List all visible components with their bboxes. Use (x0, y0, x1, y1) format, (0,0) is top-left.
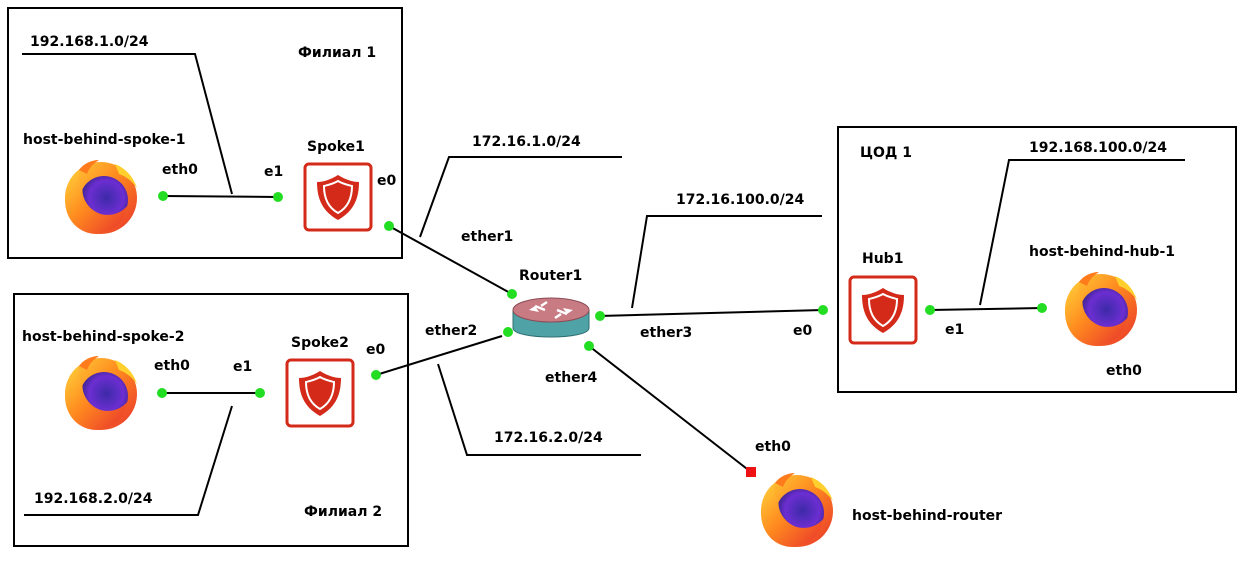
link-router-hub1 (598, 309, 824, 317)
firefox-icon[interactable] (65, 356, 137, 430)
iface-label-ether1: ether1 (461, 229, 514, 245)
firefox-icon[interactable] (65, 160, 137, 234)
callout-lan1 (22, 53, 233, 195)
site-box-branch1 (7, 7, 403, 259)
port-routerhost-eth0 (746, 467, 756, 477)
subnet-label-lan-hub: 192.168.100.0/24 (1029, 140, 1167, 156)
firefox-icon[interactable] (1065, 272, 1137, 346)
port-host1-eth0 (158, 191, 168, 201)
device-label-spoke1: Spoke1 (307, 139, 365, 155)
ports (157, 191, 1047, 477)
port-spoke1-e0 (384, 221, 394, 231)
callout-lan2 (24, 405, 233, 516)
port-router-ether3 (595, 311, 605, 321)
shield-icon[interactable] (303, 162, 373, 232)
device-label-spoke2: Spoke2 (291, 335, 349, 351)
iface-label-ether3: ether3 (640, 325, 693, 341)
iface-label-spoke2-e1: e1 (233, 359, 253, 375)
callout-link2 (437, 363, 641, 456)
iface-label-ether2: ether2 (425, 323, 478, 339)
port-host2-eth0 (157, 388, 167, 398)
iface-label-hub1-e1: e1 (945, 322, 965, 338)
link-spoke1-router (388, 225, 513, 295)
iface-label-routerhost-eth0: eth0 (755, 439, 791, 455)
link-router-host (588, 345, 752, 473)
iface-label-hubhost-eth0: eth0 (1106, 363, 1142, 379)
device-label-router1: Router1 (519, 268, 583, 284)
subnet-label-link-hub: 172.16.100.0/24 (676, 192, 805, 208)
device-label-hub1: Hub1 (862, 251, 904, 267)
iface-label-spoke1-e1: e1 (264, 164, 284, 180)
port-hub1-e0 (818, 305, 828, 315)
link-spoke2-router (375, 335, 503, 376)
port-spoke1-e1 (273, 192, 283, 202)
link-hub1-host (929, 307, 1043, 311)
host-label-hub1: host-behind-hub-1 (1029, 244, 1176, 260)
port-spoke2-e1 (255, 388, 265, 398)
subnet-label-lan2: 192.168.2.0/24 (34, 491, 153, 507)
port-hub1-e1 (925, 305, 935, 315)
site-title-branch1: Филиал 1 (298, 45, 377, 61)
site-title-branch2: Филиал 2 (304, 504, 383, 520)
callout-lan-hub (979, 159, 1185, 306)
callout-link1 (419, 156, 622, 238)
subnet-label-link1: 172.16.1.0/24 (472, 134, 581, 150)
site-title-hq: ЦОД 1 (860, 145, 912, 161)
subnet-callouts (22, 53, 1185, 516)
iface-label-hub1-e0: e0 (793, 323, 813, 339)
link-host1-spoke1 (162, 195, 279, 198)
iface-label-ether4: ether4 (545, 370, 598, 386)
host-label-spoke2: host-behind-spoke-2 (22, 329, 185, 345)
port-spoke2-e0 (371, 370, 381, 380)
iface-label-host1-eth0: eth0 (162, 162, 198, 178)
port-router-ether4 (584, 341, 594, 351)
router-icon[interactable] (512, 297, 590, 338)
subnet-label-link2: 172.16.2.0/24 (494, 430, 603, 446)
shield-icon[interactable] (848, 275, 918, 345)
host-label-router: host-behind-router (852, 508, 1003, 524)
iface-label-spoke1-e0: e0 (377, 173, 397, 189)
shield-icon[interactable] (285, 358, 355, 428)
port-router-ether1 (507, 289, 517, 299)
host-label-spoke1: host-behind-spoke-1 (23, 132, 186, 148)
firefox-icon[interactable] (761, 473, 833, 547)
site-box-hq (837, 126, 1237, 393)
iface-label-spoke2-e0: e0 (366, 342, 386, 358)
site-box-branch2 (13, 293, 409, 547)
iface-label-host2-eth0: eth0 (154, 358, 190, 374)
callout-link-hub (631, 215, 822, 309)
port-hubhost-eth0 (1037, 303, 1047, 313)
links (162, 195, 1043, 473)
subnet-label-lan1: 192.168.1.0/24 (30, 34, 149, 50)
port-router-ether2 (503, 327, 513, 337)
